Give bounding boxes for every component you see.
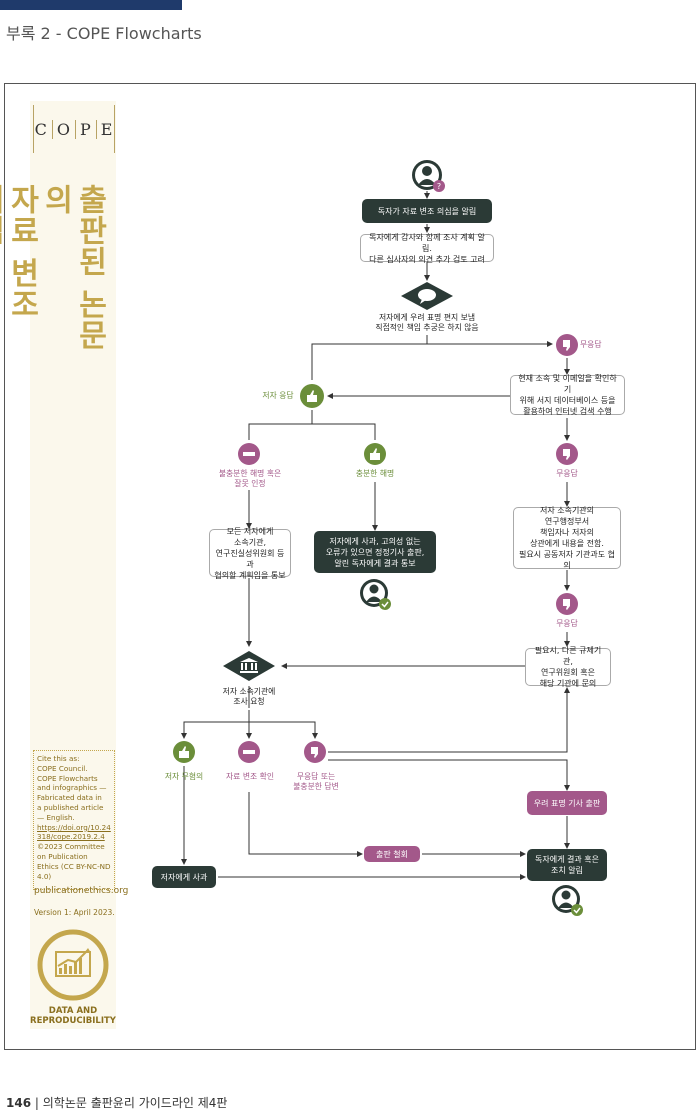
website-link[interactable]: publicationethics.org <box>34 886 129 896</box>
thumbs-down-icon <box>556 593 578 615</box>
version-text: Version 1: April 2023. <box>34 908 115 917</box>
page-number: 146 <box>6 1096 32 1110</box>
cite-line: COPE Flowcharts <box>37 773 98 783</box>
innocent-label: 저자 무혐의 <box>164 772 204 781</box>
confirmed-label: 자료 변조 확인 <box>226 772 274 781</box>
no-entry-icon <box>238 741 260 763</box>
institution-request-label: 저자 소속기관에 조사 요청 <box>222 687 276 706</box>
no-entry-icon <box>238 443 260 465</box>
inform-result-box: 독자에게 결과 혹은 조치 알림 <box>527 849 607 881</box>
institution-icon <box>223 651 275 681</box>
copyright-text: ©2023 Committee on Publication Ethics (C… <box>37 842 111 881</box>
cope-logo: C O P E <box>33 105 115 153</box>
thumbs-up-icon <box>300 384 324 408</box>
title-line: 자료 변조 의심 <box>0 184 39 320</box>
title-line: 출판된 논문의 <box>38 184 107 351</box>
insufficient-label: 불충분한 해명 혹은 잘못 인정 <box>218 469 282 488</box>
no-response-label-1: 무응답 <box>580 340 602 349</box>
no-response-label-2: 무응답 <box>556 469 578 478</box>
svg-text:?: ? <box>437 182 441 191</box>
reader-check-icon <box>552 885 583 916</box>
notify-all-authors-box: 모든 저자에게 소속기관, 연구진실성위원회 등과 협의할 계획임을 통보 <box>209 527 291 580</box>
cite-line: a published article <box>37 802 104 812</box>
logo-letter: O <box>53 119 76 139</box>
logo-letter: P <box>76 119 97 139</box>
top-accent-bar <box>0 0 182 10</box>
cite-line: and infographics — <box>37 783 107 793</box>
author-response-label: 저자 응답 <box>262 391 294 400</box>
cite-line: Fabricated data in <box>37 793 102 803</box>
badge-label: DATA AND REPRODUCIBILITY <box>30 1006 116 1026</box>
page-header: 부록 2 - COPE Flowcharts <box>6 24 202 43</box>
citation-box: Cite this as: COPE Council. COPE Flowcha… <box>33 750 115 890</box>
cite-line: — English. <box>37 812 75 822</box>
contact-institution-box: 저자 소속기관의 연구행정부서 책임자나 저자의 상관에게 내용을 전함. 필요… <box>513 506 621 570</box>
no-response-label-3: 무응답 <box>556 619 578 628</box>
book-title: | 의학논문 출판윤리 가이드라인 제4판 <box>34 1096 228 1110</box>
logo-letter: E <box>100 119 114 139</box>
thumbs-down-icon <box>556 443 578 465</box>
page-footer: 146 | 의학논문 출판윤리 가이드라인 제4판 <box>6 1094 227 1111</box>
flow-thank-reader-box: 독자에게 감사와 함께 조사 계획 알림. 다른 심사자의 의견 추가 검토 고… <box>360 233 494 264</box>
cite-line: COPE Council. <box>37 763 88 773</box>
sidebar-title: 출판된 논문의 자료 변조 의심 <box>0 184 107 356</box>
sufficient-label: 충분한 해명 <box>355 469 395 478</box>
doi-link[interactable]: https://doi.org/10.24318/cope.2019.2.4 <box>37 822 111 842</box>
expression-concern-box: 우려 표명 기사 출판 <box>527 791 607 815</box>
internet-search-box: 현재 소속 및 이메일을 확인하기 위해 서지 데이터베이스 등을 활용하여 인… <box>510 374 625 416</box>
thumbs-down-icon <box>304 741 326 763</box>
speech-bubble-icon <box>401 282 453 310</box>
apology-box: 저자에게 사과 <box>152 866 216 888</box>
thumbs-up-icon <box>173 741 195 763</box>
contact-regulators-box: 필요시, 다른 규제기관, 연구위원회 혹은 해당 기관에 문의 <box>525 646 611 688</box>
reader-check-icon <box>360 579 391 610</box>
thumbs-down-icon <box>556 334 578 356</box>
sidebar <box>30 101 116 1029</box>
retraction-box: 출판 철회 <box>364 846 420 862</box>
reader-question-icon: ? <box>412 160 445 192</box>
apologize-correct-box: 저자에게 사과, 고의성 없는 오류가 있으면 정정기사 출판, 알린 독자에게… <box>314 531 436 573</box>
cite-line: Cite this as: <box>37 754 80 763</box>
concern-letter-label: 저자에게 우려 표명 편지 보냄 직접적인 책임 추궁은 하지 않음 <box>375 313 479 332</box>
no-or-insufficient-label: 무응답 또는 불충분한 답변 <box>293 772 339 791</box>
flow-start-box: 독자가 자료 변조 의심을 알림 <box>362 199 492 223</box>
logo-letter: C <box>31 119 53 139</box>
chart-badge-icon <box>37 929 109 1001</box>
thumbs-up-icon <box>364 443 386 465</box>
